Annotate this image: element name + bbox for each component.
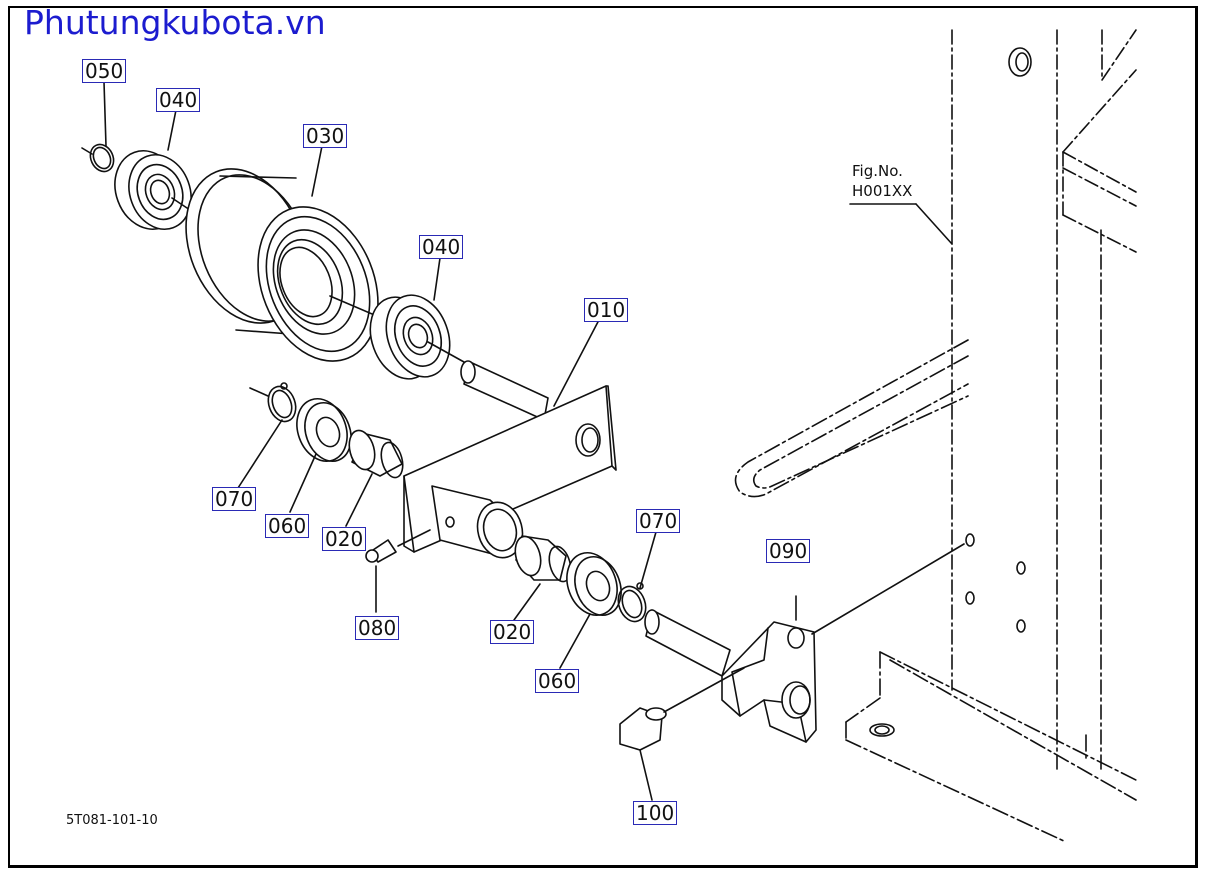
callout-070-right: 070 (636, 509, 681, 533)
part-100-bolt (619, 667, 745, 801)
callout-020-left: 020 (322, 527, 367, 551)
brand-watermark: Phutungkubota.vn (24, 3, 326, 42)
part-080-grease-nipple (365, 529, 431, 563)
part-020-collar-right (514, 535, 572, 583)
figure-reference-value: H001XX (852, 182, 913, 200)
drawing-frame (8, 6, 1198, 868)
callout-030: 030 (303, 124, 348, 148)
callout-040-top: 040 (156, 88, 201, 112)
part-050-snap-ring (81, 143, 115, 173)
callout-070-left: 070 (212, 487, 257, 511)
callout-040-mid: 040 (419, 235, 464, 259)
part-010-bracket (403, 317, 617, 559)
drawing-number: 5T081-101-10 (66, 813, 158, 828)
callout-100: 100 (633, 801, 678, 825)
part-020-collar-left (348, 429, 404, 479)
figure-reference: Fig.No. H001XX (852, 161, 912, 201)
figure-reference-label: Fig.No. (852, 162, 903, 180)
part-070-ring-right (617, 582, 647, 623)
machine-frame (734, 29, 1137, 843)
part-040-bearing-mid (369, 294, 465, 380)
callout-050: 050 (82, 59, 127, 83)
part-060-washer-left (296, 398, 352, 462)
callout-080: 080 (355, 616, 400, 640)
callout-060-left: 060 (265, 514, 310, 538)
part-070-ring-left (249, 382, 297, 423)
callout-020-right: 020 (490, 620, 535, 644)
part-090-mount-bracket (644, 543, 965, 743)
part-030-pulley (185, 168, 387, 362)
callout-090: 090 (766, 539, 811, 563)
leader-lines (103, 81, 953, 669)
callout-060-right: 060 (535, 669, 580, 693)
callout-010: 010 (584, 298, 629, 322)
part-060-washer-right (566, 552, 622, 616)
